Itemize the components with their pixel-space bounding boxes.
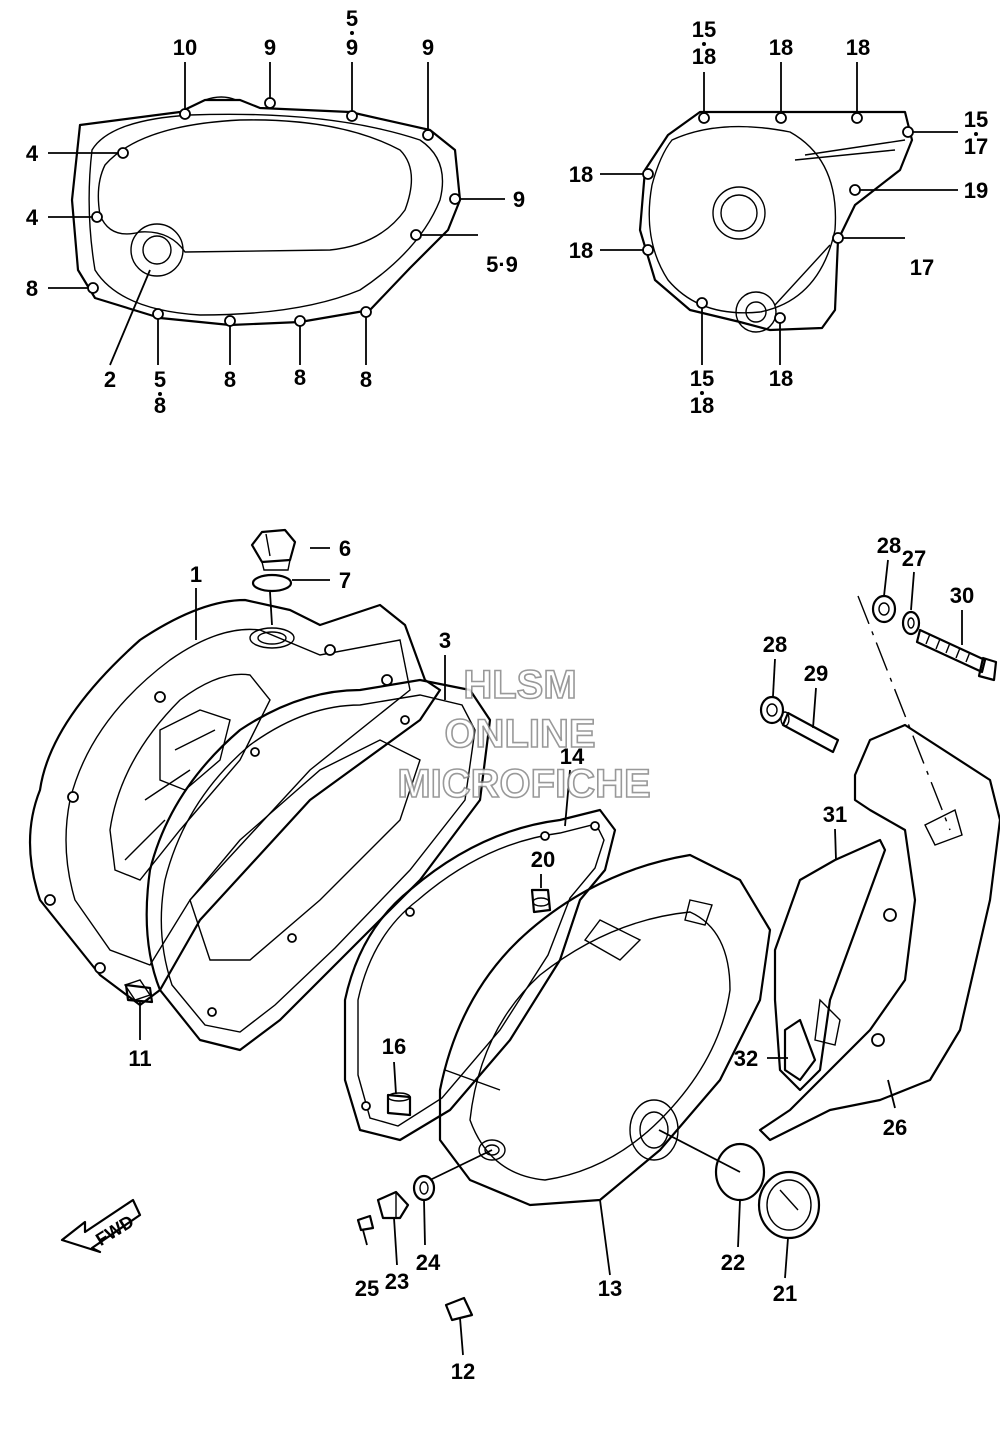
callout-19: 19 (964, 178, 988, 203)
fwd-label: FWD (92, 1211, 137, 1250)
callout-28: 28 (763, 632, 787, 657)
washer-27 (901, 610, 921, 636)
callout-9: 9 (513, 187, 525, 212)
callout-dots (158, 31, 978, 396)
callout-4: 4 (26, 141, 39, 166)
clutch-cover-bolt-pattern (70, 96, 462, 327)
callout-16: 16 (382, 1034, 406, 1059)
bracket-31 (773, 838, 887, 1092)
callout-8: 8 (294, 365, 306, 390)
fwd-arrow-icon: FWD (60, 1198, 142, 1254)
callout-30: 30 (950, 583, 974, 608)
callout-29: 29 (804, 661, 828, 686)
callout-10: 10 (173, 35, 197, 60)
leader-lines-bottom (139, 547, 963, 1356)
callout-5: 5 (346, 6, 358, 31)
callout-24: 24 (416, 1250, 441, 1275)
callout-28: 28 (877, 533, 901, 558)
leader-lines-top-left (48, 62, 505, 366)
assembly-line (857, 595, 951, 831)
callout-17: 17 (910, 255, 934, 280)
watermark-line2: ONLINE (444, 712, 595, 756)
callout-15: 15 (690, 366, 714, 391)
callout-18: 18 (692, 44, 716, 69)
watermark: HLSM ONLINE MICROFICHE (397, 662, 652, 807)
plug-12 (444, 1296, 474, 1322)
dowel-pin-16 (386, 1092, 412, 1117)
generator-cover (438, 853, 772, 1207)
clutch-cover-gasket (145, 678, 492, 1052)
callout-18: 18 (846, 35, 870, 60)
callout-7: 7 (339, 568, 351, 593)
callout-8: 8 (224, 367, 236, 392)
collar-29 (780, 711, 840, 754)
callout-8: 8 (360, 367, 372, 392)
callout-12: 12 (451, 1359, 475, 1384)
callout-5-9: 5·9 (486, 252, 518, 277)
sprocket-cover (758, 723, 1000, 1142)
callout-32: 32 (734, 1046, 758, 1071)
callout-11: 11 (128, 1046, 151, 1071)
bolt-30 (915, 628, 998, 682)
callout-21: 21 (773, 1281, 797, 1306)
callout-8: 8 (154, 393, 166, 418)
leader-lines-top-right (600, 62, 958, 365)
callout-15: 15 (692, 17, 716, 42)
callout-9: 9 (346, 35, 358, 60)
callout-18: 18 (569, 162, 593, 187)
callout-18: 18 (769, 35, 793, 60)
callout-9: 9 (264, 35, 276, 60)
callout-18: 18 (769, 366, 793, 391)
plate-32 (783, 1018, 817, 1082)
callout-9: 9 (422, 35, 434, 60)
callout-27: 27 (902, 546, 926, 571)
callout-18: 18 (690, 393, 714, 418)
dowel-pin-11 (124, 983, 154, 1004)
plug-21 (757, 1170, 821, 1240)
bolt-23 (376, 1190, 410, 1220)
callout-3: 3 (439, 628, 451, 653)
callout-31: 31 (823, 802, 847, 827)
generator-cover-gasket (343, 808, 617, 1142)
callout-25: 25 (355, 1276, 379, 1301)
oil-filler-cap (250, 528, 297, 571)
callout-23: 23 (385, 1269, 409, 1294)
callout-14: 14 (560, 744, 585, 769)
callout-17: 17 (964, 134, 988, 159)
callout-22: 22 (721, 1250, 745, 1275)
callout-2: 2 (104, 367, 116, 392)
callout-6: 6 (339, 536, 351, 561)
callout-13: 13 (598, 1276, 622, 1301)
grommet-28a (871, 594, 897, 624)
clutch-cover (28, 598, 442, 1007)
callout-15: 15 (964, 107, 988, 132)
cap-25 (356, 1214, 375, 1232)
grommet-28b (759, 695, 785, 725)
dowel-pin-20 (530, 888, 552, 914)
callout-4: 4 (26, 205, 39, 230)
o-ring (251, 573, 293, 593)
callout-26: 26 (883, 1115, 907, 1140)
callout-8: 8 (26, 276, 38, 301)
callout-18: 18 (569, 238, 593, 263)
generator-cover-bolt-pattern (638, 110, 914, 333)
callout-labels: 10 9 5 9 9 4 4 9 5·9 8 2 5 8 8 8 8 15 18… (26, 6, 988, 1384)
watermark-line3: MICROFICHE (397, 762, 650, 806)
callout-5: 5 (154, 367, 166, 392)
watermark-line1: HLSM (463, 663, 576, 707)
callout-20: 20 (531, 847, 555, 872)
callout-1: 1 (190, 562, 202, 587)
